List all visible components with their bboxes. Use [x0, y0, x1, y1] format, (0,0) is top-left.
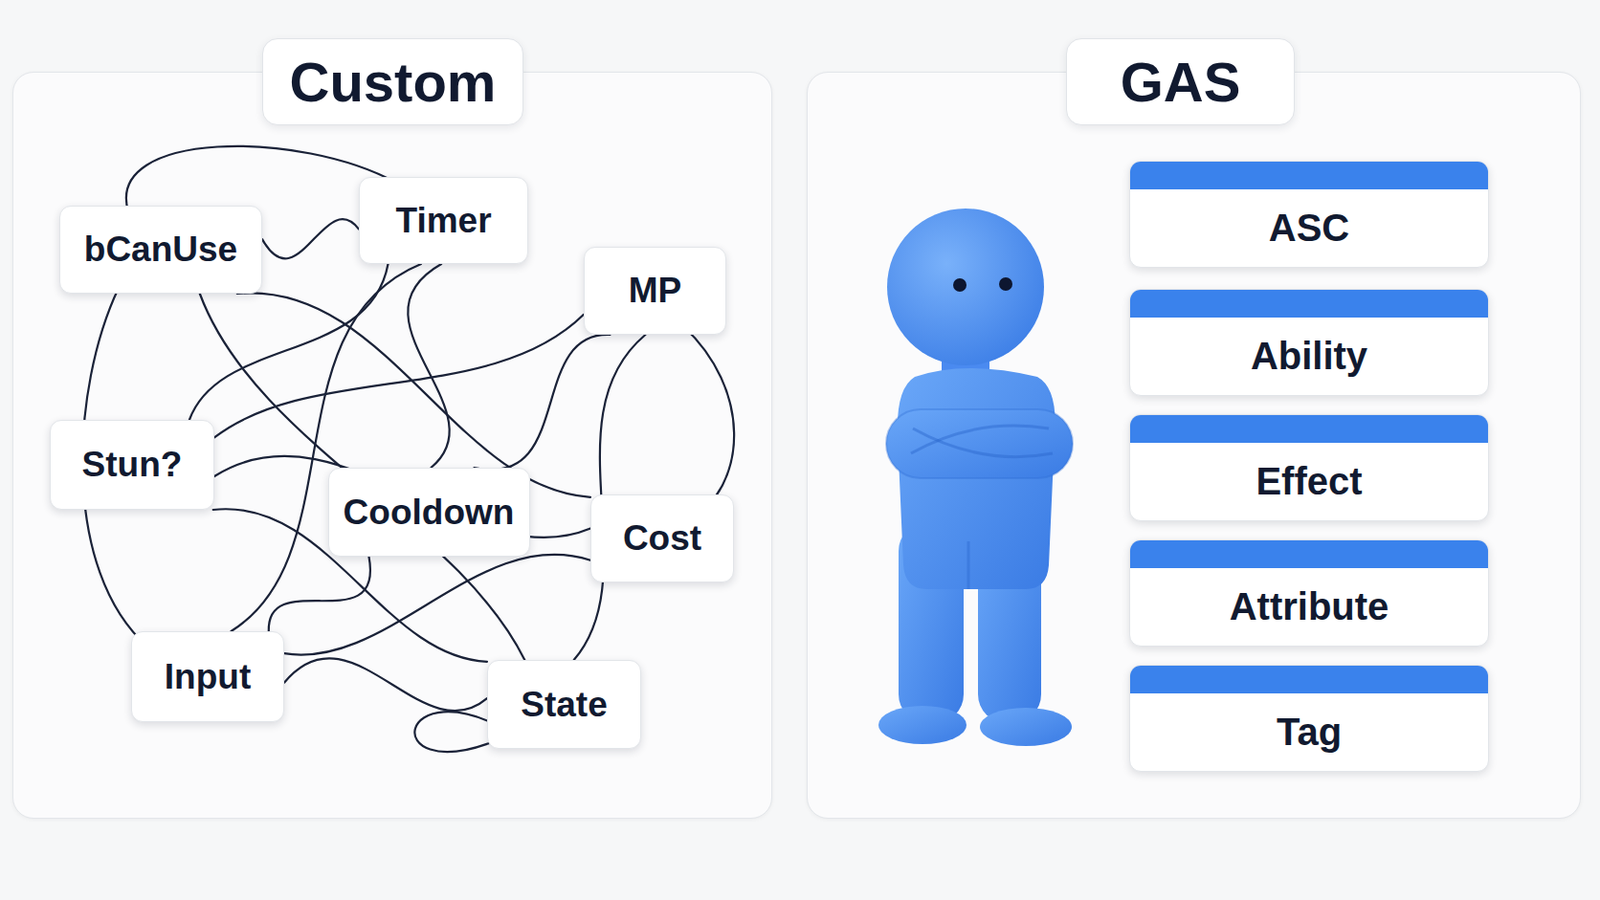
node-label: Input: [164, 657, 251, 698]
tangle-connector: [284, 555, 591, 656]
tangle-connector: [284, 658, 488, 712]
tangle-connector: [237, 292, 591, 497]
tangle-connector: [262, 219, 359, 259]
tangle-loop: [126, 146, 397, 212]
node-label: Ability: [1250, 334, 1368, 378]
code-box: State: [487, 660, 642, 750]
panel: CustombCanUseTimerMPStun?CooldownCostInp…: [12, 71, 773, 820]
node-label: Timer: [395, 200, 491, 242]
code-box: Input: [131, 631, 285, 723]
tangle-connector: [474, 334, 611, 470]
component-card: Attribute: [1129, 539, 1489, 647]
card-bar: [1130, 161, 1489, 190]
node-label: Attribute: [1229, 585, 1390, 629]
figure-arms: [886, 409, 1073, 479]
panel-title: GAS: [1120, 49, 1242, 114]
component-card: Tag: [1129, 665, 1489, 773]
figure-eye: [953, 278, 967, 292]
node-label: Cost: [622, 518, 702, 559]
card-bar: [1130, 666, 1489, 694]
figure-head: [887, 208, 1045, 366]
node-label: MP: [628, 270, 683, 312]
card-bar: [1130, 415, 1489, 444]
component-card: Effect: [1129, 414, 1489, 522]
panel-title-tab: Custom: [262, 38, 524, 126]
panel: GASASCAbilityEffectAttributeTag: [806, 71, 1581, 820]
node-label: Cooldown: [343, 492, 515, 534]
figure-forearm: [912, 428, 1053, 458]
code-box: Cost: [590, 494, 734, 583]
code-box: Stun?: [49, 420, 215, 511]
tangle-connector: [231, 264, 423, 632]
node-label: bCanUse: [84, 229, 238, 270]
card-bar: [1130, 540, 1489, 569]
card-bar: [1130, 289, 1489, 318]
code-box: MP: [583, 246, 727, 335]
component-card: ASC: [1129, 160, 1489, 268]
component-card: Ability: [1129, 288, 1489, 397]
node-label: State: [520, 685, 607, 726]
figure-eye: [999, 277, 1013, 291]
code-box: Cooldown: [328, 467, 531, 557]
figure-foot: [979, 708, 1072, 747]
figure-foot: [878, 706, 967, 745]
node-label: ASC: [1268, 206, 1350, 250]
tangle-connector: [268, 556, 371, 632]
figure-crotch: [967, 541, 971, 590]
tangle-connector: [407, 264, 449, 468]
node-label: Tag: [1276, 711, 1342, 755]
code-box: bCanUse: [59, 205, 263, 294]
tangle-connector: [214, 314, 584, 439]
node-label: Stun?: [82, 444, 183, 486]
panel-title-tab: GAS: [1066, 38, 1295, 126]
figure-forearm: [911, 425, 1049, 454]
node-label: Effect: [1255, 460, 1362, 504]
panel-title: Custom: [289, 49, 497, 114]
code-box: Timer: [358, 177, 529, 265]
tangle-loop: [683, 326, 734, 523]
